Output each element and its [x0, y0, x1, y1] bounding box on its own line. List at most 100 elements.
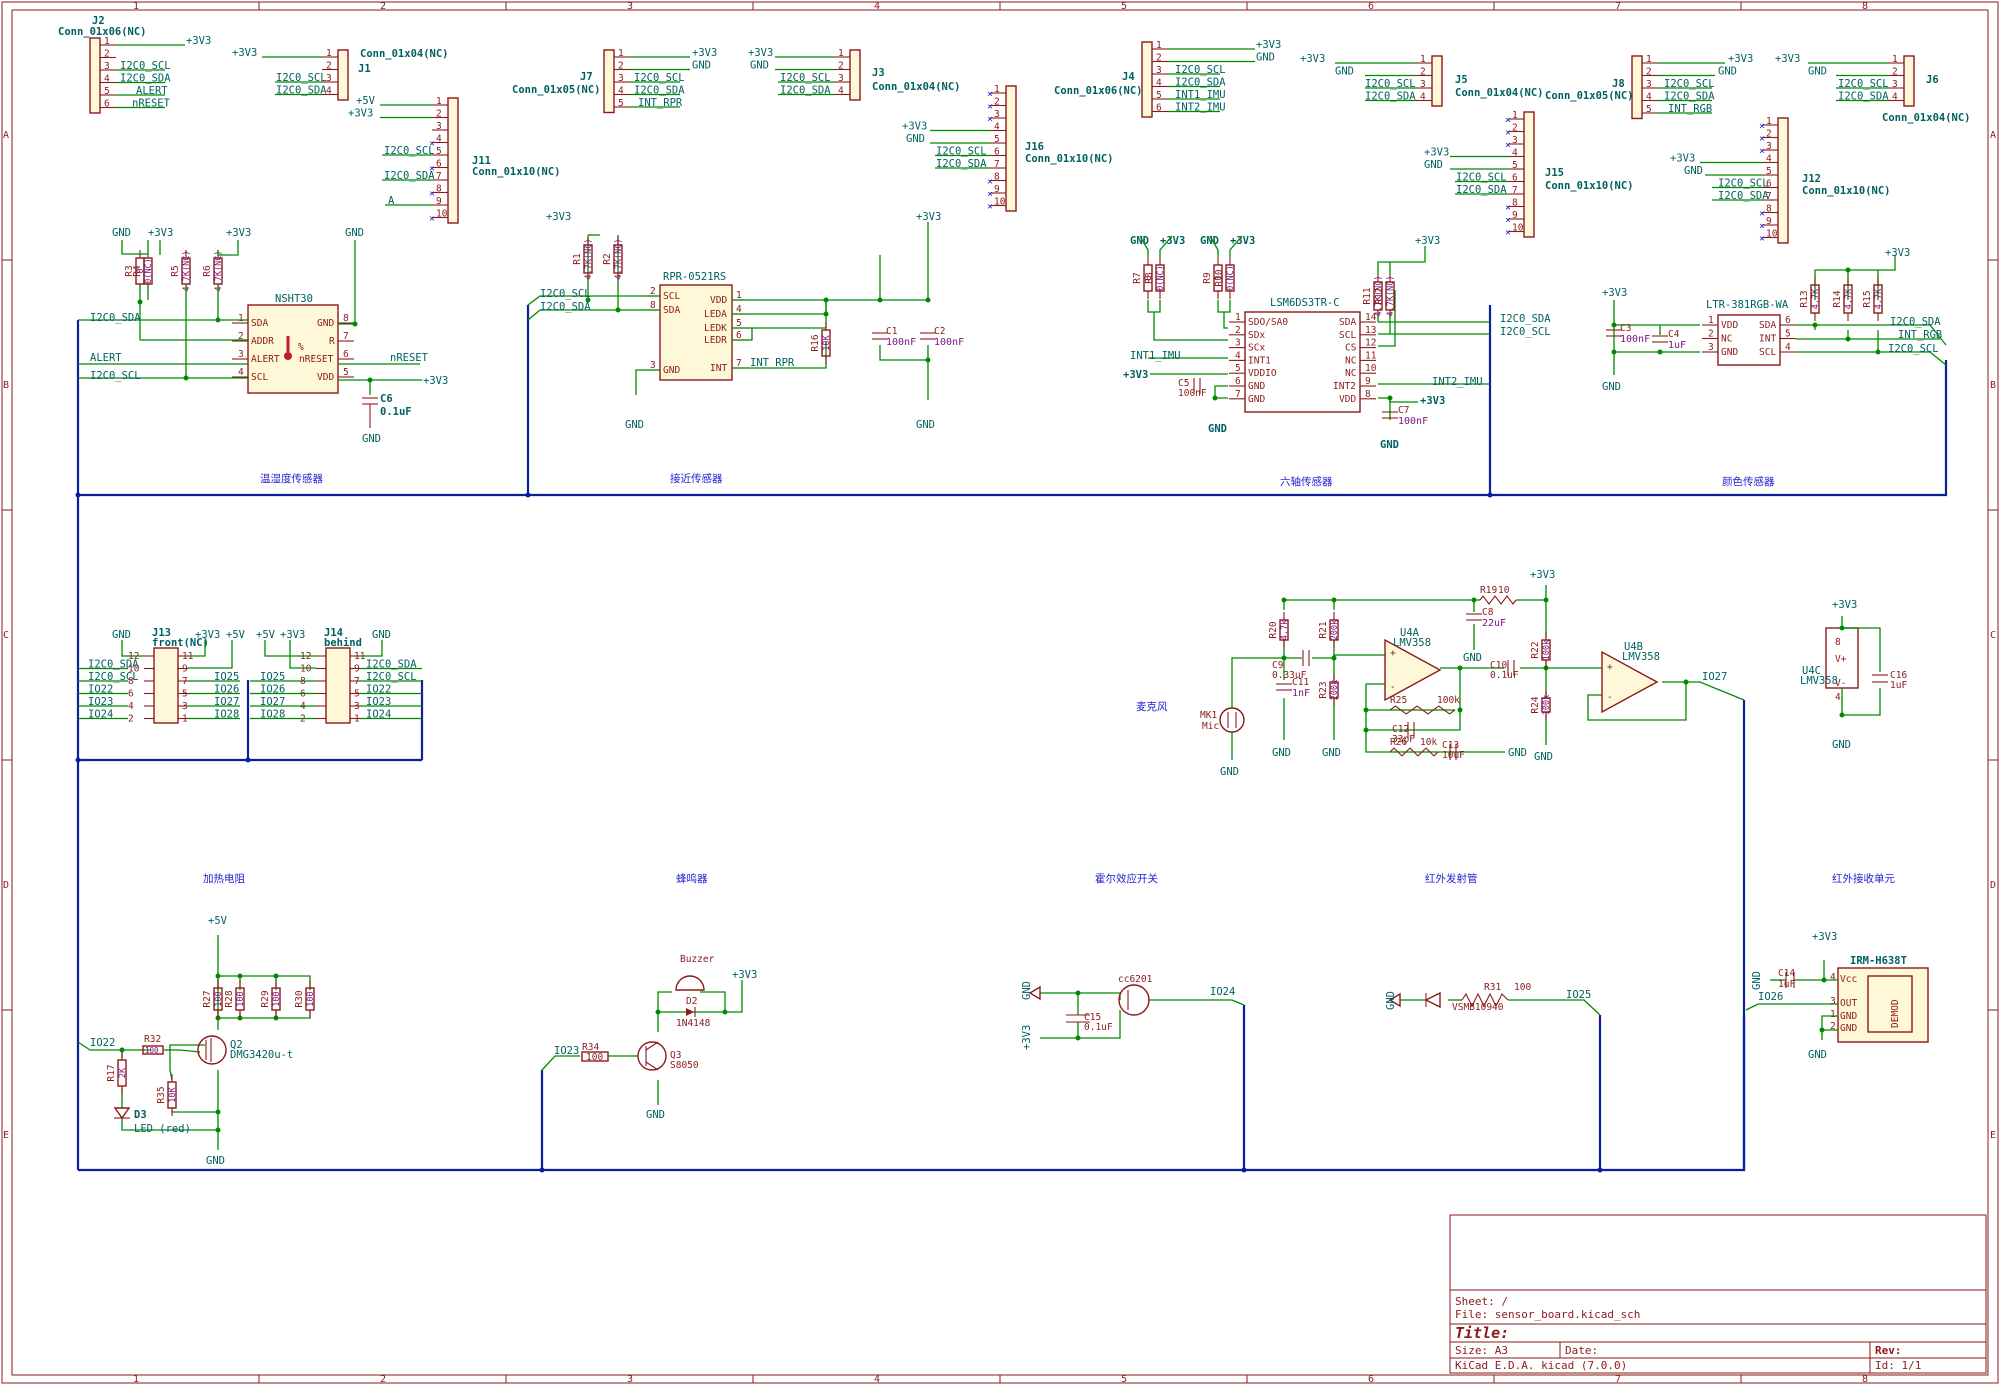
hall-sensor-part[interactable] [1118, 984, 1150, 1016]
r31-resistor[interactable] [1461, 992, 1509, 1008]
header-net-label: GND [112, 629, 131, 641]
c6-value: 0.1uF [380, 406, 412, 418]
pin-num: 5 [994, 134, 1000, 145]
lsm-ic[interactable] [1244, 311, 1361, 413]
ic-pin-number: 3 [650, 360, 656, 371]
pin-num: 5 [1646, 104, 1652, 115]
ic-pin-name: GND [1248, 394, 1265, 405]
connector-j4[interactable]: 123456+3V3GNDI2C0_SCLI2C0_SDAINT1_IMUINT… [1054, 39, 1281, 118]
r34-resistor[interactable] [581, 1051, 609, 1062]
resistor-value: 4.7K(NC) [614, 239, 624, 280]
connector-j15[interactable]: 12345678910+3V3GNDI2C0_SCLI2C0_SDA××××××… [1424, 110, 1634, 239]
connector-j7[interactable]: 12345+3V3GNDI2C0_SCLI2C0_SDAINT_RPRJ7Con… [512, 47, 717, 114]
connector-net-label: GND [1335, 66, 1354, 78]
nsht30-ic[interactable] [247, 304, 339, 394]
connector-j5[interactable]: 1234+3V3GNDI2C0_SCLI2C0_SDAJ5Conn_01x04(… [1300, 53, 1544, 107]
d3-led[interactable] [113, 1107, 131, 1120]
connector-j3[interactable]: 1234+3V3GNDI2C0_SCLI2C0_SDAJ3Conn_01x04(… [748, 47, 961, 101]
capacitor-c9[interactable]: C90.33uF [1272, 650, 1310, 681]
no-connect-mark: × [987, 102, 993, 113]
net-i2c-scl-lsm: I2C0_SCL [1500, 326, 1551, 338]
row-label-left: C [3, 630, 9, 641]
ic-pin-number: 2 [650, 286, 656, 297]
connector-j11[interactable]: 12345678910+5V+3V3I2C0_SCLI2C0_SDAA××××J… [348, 95, 561, 225]
row-label-left: E [3, 1130, 9, 1141]
pin-num: 3 [104, 61, 110, 72]
q2-ref: Q2 [230, 1039, 243, 1051]
resistor-r32[interactable] [142, 1045, 164, 1055]
q3-npn[interactable] [637, 1041, 667, 1071]
connector-j6[interactable]: 1234+3V3GNDI2C0_SCLI2C0_SDAJ6Conn_01x04(… [1775, 53, 1971, 124]
u4b-opamp[interactable] [1601, 650, 1659, 714]
ltr-ic[interactable] [1717, 314, 1781, 366]
connector-j2[interactable]: 123456+3V3I2C0_SCLI2C0_SDAALERTnRESETJ2C… [58, 15, 211, 114]
ir-led-part[interactable] [1424, 991, 1441, 1009]
u4a-opamp[interactable] [1384, 638, 1442, 702]
connector-j8[interactable]: 12345+3V3GNDI2C0_SCLI2C0_SDAINT_RGBJ8Con… [1545, 53, 1753, 120]
header-net-label: IO24 [366, 709, 391, 721]
col-label-top: 1 [133, 1, 139, 12]
mk1-microphone[interactable] [1219, 707, 1245, 733]
resistor-ref: R12 [1374, 287, 1385, 304]
irm-gnd2: GND [1840, 1023, 1857, 1034]
ic-pin-name: ALERT [251, 354, 280, 365]
buzzer-part[interactable] [675, 975, 705, 991]
buzzer-section: Buzzer D2 1N4148 Q3 S8050 IO23 +3V3 GND … [541, 954, 757, 1121]
d2-diode[interactable] [686, 1007, 696, 1017]
pin-num: 6 [128, 689, 134, 700]
ic-pin-name: SCL [251, 372, 268, 383]
connector-j16[interactable]: 12345678910+3V3GNDI2C0_SCLI2C0_SDA××××××… [902, 84, 1114, 213]
irm-receiver[interactable] [1837, 967, 1929, 1043]
svg-text:+: + [1607, 662, 1613, 673]
rpr-ic[interactable] [659, 284, 733, 381]
pin-num: 9 [1512, 210, 1518, 221]
connector-j12[interactable]: 12345678910+3V3GNDI2C0_SCLI2C0_SDA××××××… [1670, 116, 1891, 245]
capacitor-ref: C7 [1398, 405, 1409, 416]
gnd-c8: GND [1463, 652, 1482, 664]
connector-value: front(NC) [152, 637, 209, 649]
q2-mosfet[interactable] [197, 1035, 227, 1065]
